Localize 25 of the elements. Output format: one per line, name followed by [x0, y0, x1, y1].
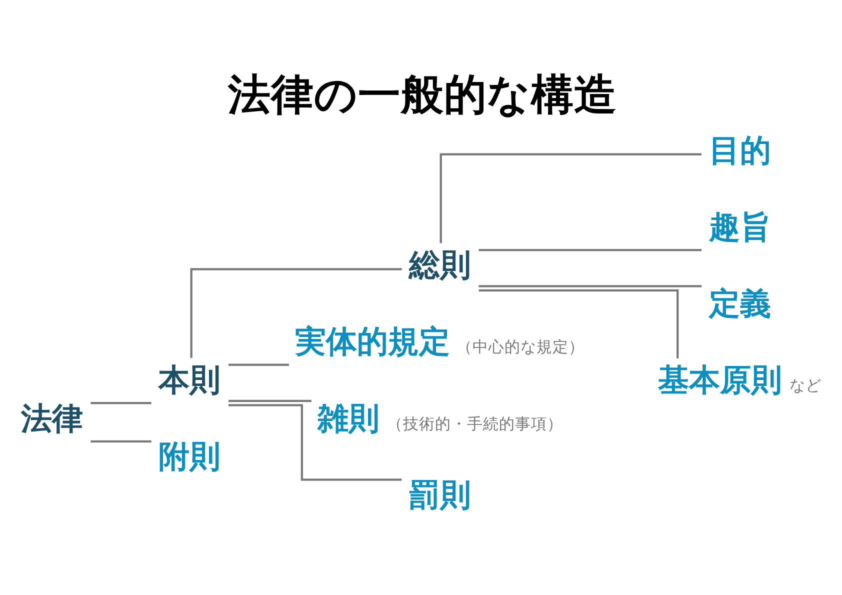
connector	[228, 364, 289, 366]
node-label: など	[790, 376, 822, 394]
connector	[228, 404, 402, 481]
connector	[478, 248, 702, 252]
node-text: 目的	[708, 132, 771, 169]
node-text: 実体的規定	[294, 324, 450, 360]
node-text: 基本原則	[658, 362, 782, 398]
node-text: 雑則	[318, 400, 380, 437]
connector	[228, 400, 312, 402]
node-text: 附則	[158, 439, 221, 476]
node-text: 定義	[708, 286, 771, 322]
connector	[478, 285, 702, 288]
node-label: （技術的・手続的事項）	[386, 414, 563, 433]
node-text: 法律	[21, 400, 84, 437]
diagram-title: 法律の一般的な構造	[228, 70, 618, 120]
node-label: （中心的な規定）	[456, 338, 584, 356]
connector	[478, 289, 679, 358]
node-text: 趣旨	[708, 209, 771, 246]
connector	[90, 402, 152, 404]
node-text: 罰則	[408, 477, 471, 514]
connector	[90, 440, 152, 442]
node-text: 本則	[158, 362, 221, 398]
connector	[440, 153, 702, 244]
connector	[190, 268, 402, 358]
node-text: 総則	[408, 248, 471, 284]
